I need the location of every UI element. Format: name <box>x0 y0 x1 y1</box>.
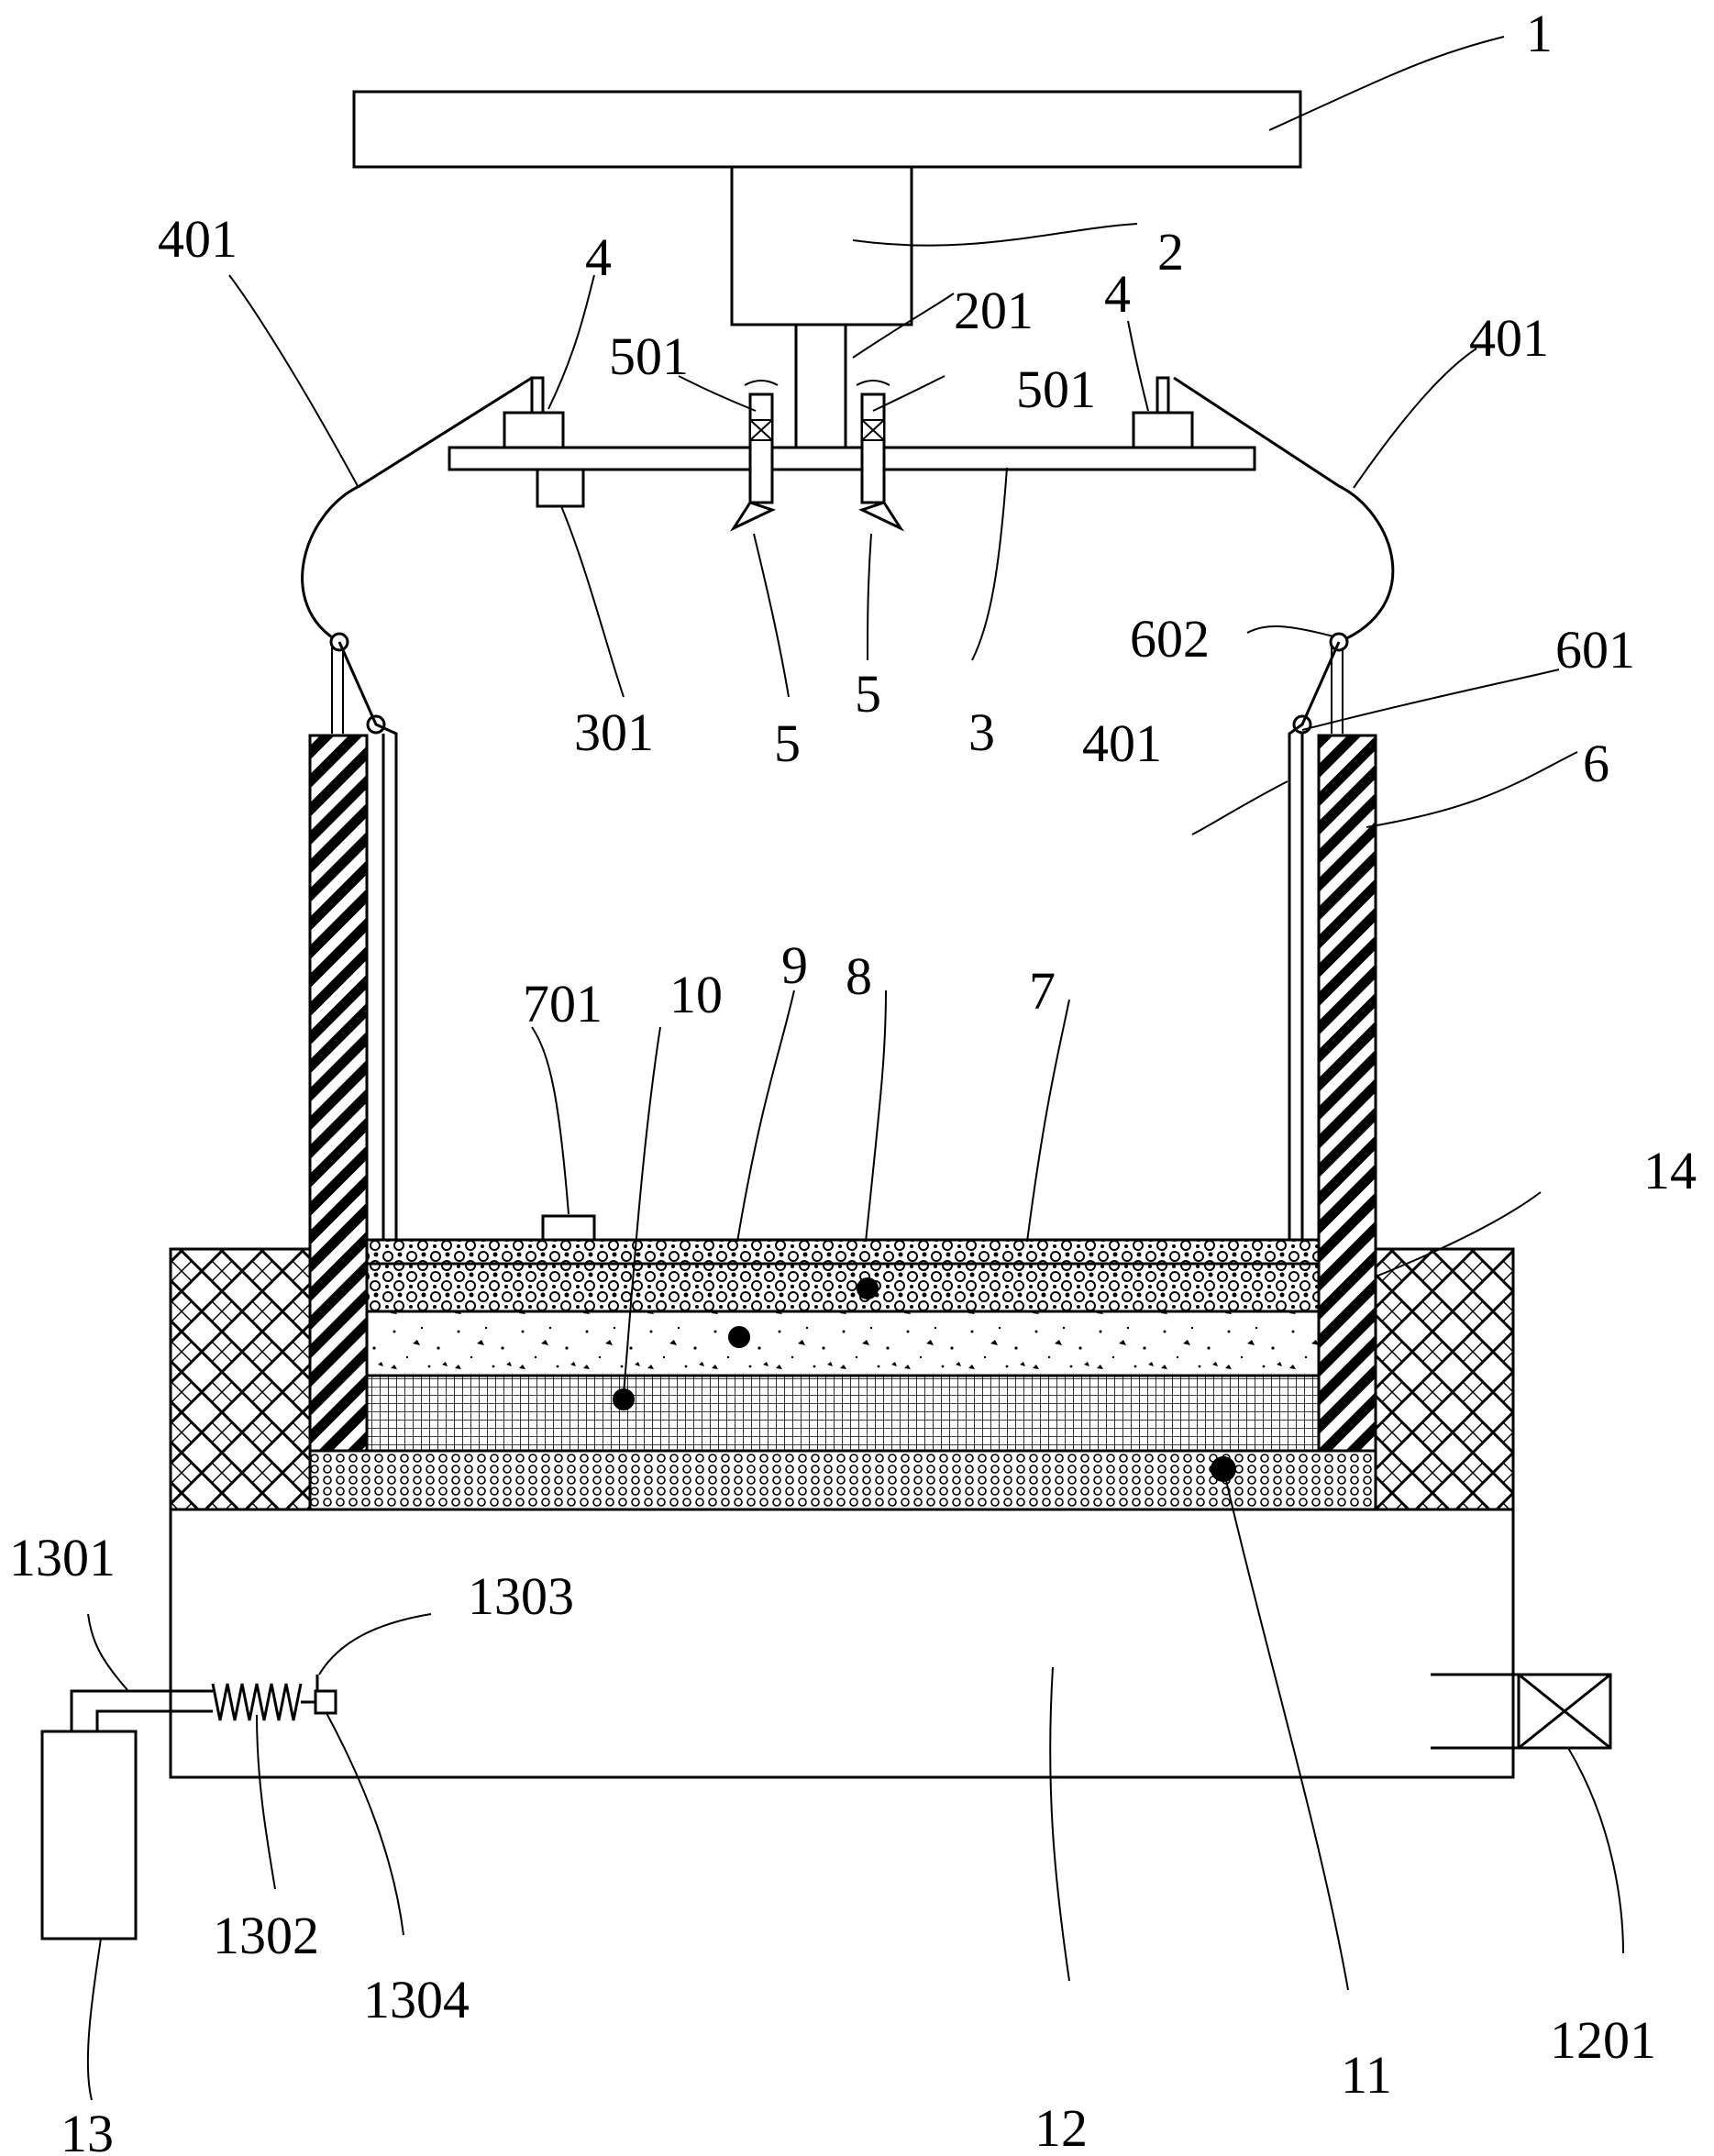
label-602: 602 <box>1130 609 1210 669</box>
label-14: 14 <box>1643 1141 1697 1200</box>
label-5-left: 5 <box>774 713 801 773</box>
motor-shaft <box>794 323 847 449</box>
label-401-top-right: 401 <box>1469 308 1549 368</box>
label-6: 6 <box>1583 734 1609 793</box>
layer-top-sensor <box>365 1238 1321 1266</box>
label-1302: 1302 <box>213 1906 319 1965</box>
layer-gravel <box>365 1262 1321 1313</box>
container-wall-right <box>1317 734 1377 1453</box>
spring-1302 <box>211 1683 303 1721</box>
valve-1304 <box>314 1689 337 1715</box>
sensor-dot-4 <box>1211 1456 1236 1482</box>
container-wall-left <box>308 734 369 1453</box>
layer-sand <box>365 1310 1321 1377</box>
sensor-block <box>536 468 585 508</box>
label-13: 13 <box>61 2104 114 2156</box>
probe-701 <box>541 1214 596 1242</box>
label-401-inner-right: 401 <box>1082 713 1162 773</box>
leader-lines <box>86 36 1624 2101</box>
base-right <box>1374 1247 1515 1511</box>
motor-housing <box>730 165 913 326</box>
label-301: 301 <box>574 702 654 762</box>
label-701: 701 <box>523 974 603 1034</box>
label-3: 3 <box>968 702 995 762</box>
label-2: 2 <box>1157 222 1184 282</box>
winch-block-left <box>503 411 565 449</box>
rotating-plate <box>448 446 1256 471</box>
label-11: 11 <box>1341 2045 1392 2105</box>
label-601: 601 <box>1555 620 1635 680</box>
winch-block-right <box>1132 411 1194 449</box>
label-501-right: 501 <box>1016 359 1096 419</box>
label-9: 9 <box>781 935 808 995</box>
label-4-left: 4 <box>585 227 612 287</box>
top-frame <box>352 90 1302 169</box>
label-8: 8 <box>846 946 872 1006</box>
rope-inner-left <box>337 641 398 1240</box>
sensor-dot-2 <box>728 1326 750 1348</box>
layer-mesh <box>365 1374 1321 1453</box>
winch-post-left <box>530 376 545 415</box>
sensor-dot-1 <box>857 1277 879 1299</box>
winch-post-right <box>1156 376 1170 415</box>
label-1: 1 <box>1526 4 1553 63</box>
rope-inner-right <box>1288 641 1341 1240</box>
scraper-right <box>856 380 905 532</box>
base-left <box>169 1247 312 1511</box>
label-501-left: 501 <box>609 326 689 386</box>
label-7: 7 <box>1029 961 1056 1021</box>
gas-cylinder <box>40 1730 138 1940</box>
label-5-right: 5 <box>855 664 881 724</box>
label-12: 12 <box>1034 2098 1088 2156</box>
label-4-right: 4 <box>1104 264 1131 324</box>
label-1304: 1304 <box>363 1970 470 2029</box>
gas-pipe <box>70 1689 213 1731</box>
rope-right <box>1173 376 1395 644</box>
sensor-dot-3 <box>613 1388 635 1410</box>
label-1301: 1301 <box>9 1528 116 1587</box>
label-1201: 1201 <box>1550 2010 1656 2070</box>
outlet-pipe <box>1431 1673 1519 1750</box>
label-201: 201 <box>954 281 1034 340</box>
label-1303: 1303 <box>468 1566 574 1626</box>
label-401-top-left: 401 <box>158 209 238 269</box>
water-tank <box>169 1508 1515 1779</box>
layer-bottom-filter <box>308 1449 1377 1511</box>
rope-left <box>301 376 533 644</box>
label-10: 10 <box>669 965 723 1024</box>
scraper-left <box>729 380 779 532</box>
